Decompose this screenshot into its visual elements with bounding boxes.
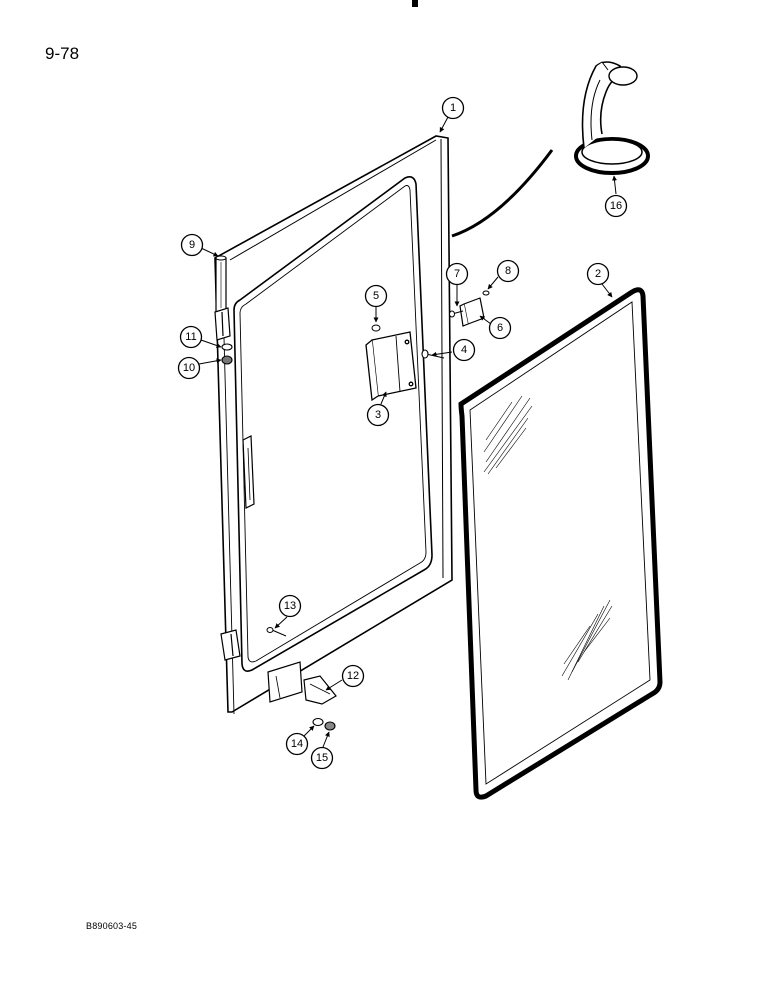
upper-hinge [214,307,231,341]
callout-14-label: 14 [291,738,303,750]
callout-9: 9 [180,233,204,257]
callout-7: 7 [445,262,469,286]
callout-4-label: 4 [461,344,467,356]
callout-5-label: 5 [373,290,379,302]
figure-id: B890603-45 [86,921,138,931]
glass-panel [458,287,663,800]
nut-5 [371,324,381,332]
callout-4: 4 [452,338,476,362]
callout-9-label: 9 [189,239,195,251]
callout-3: 3 [366,403,390,427]
seal-routing-line [451,149,554,238]
hinge-bracket [267,661,337,705]
callout-12-label: 12 [347,670,359,682]
screw-7 [449,310,464,318]
callout-12: 12 [341,664,365,688]
callout-2-label: 2 [595,268,601,280]
door-frame [214,135,453,715]
callout-14: 14 [285,732,309,756]
callout-15-label: 15 [316,752,328,764]
callout-16-label: 16 [610,200,622,212]
cropped-mark [412,0,418,7]
screw-13 [266,627,287,637]
hinge-pin [215,255,227,313]
callout-8-label: 8 [505,265,511,277]
callout-8: 8 [496,259,520,283]
nut-15 [324,721,336,731]
callout-6: 6 [488,316,512,340]
callout-11: 11 [179,325,203,349]
lower-hinge [220,629,241,661]
latch [365,331,417,402]
callout-11-label: 11 [185,331,196,343]
washer-11 [221,343,233,351]
callout-1-label: 1 [450,102,456,114]
callout-10: 10 [177,356,201,380]
callout-2: 2 [586,262,610,286]
callout-7-label: 7 [454,268,460,280]
leader-lines [198,116,617,748]
callout-16: 16 [604,194,628,218]
page-number: 9-78 [45,44,80,63]
striker [459,297,485,327]
callout-5: 5 [364,284,388,308]
washer-14 [312,717,324,727]
callout-3-label: 3 [375,409,381,421]
callout-1: 1 [441,96,465,120]
nut-10 [221,355,233,365]
callout-15: 15 [310,746,334,770]
callout-10-label: 10 [183,362,195,374]
seal-strip [574,61,650,175]
callout-13: 13 [278,594,302,618]
washer-8 [482,290,490,296]
callout-13-label: 13 [284,600,296,612]
callout-6-label: 6 [497,322,503,334]
